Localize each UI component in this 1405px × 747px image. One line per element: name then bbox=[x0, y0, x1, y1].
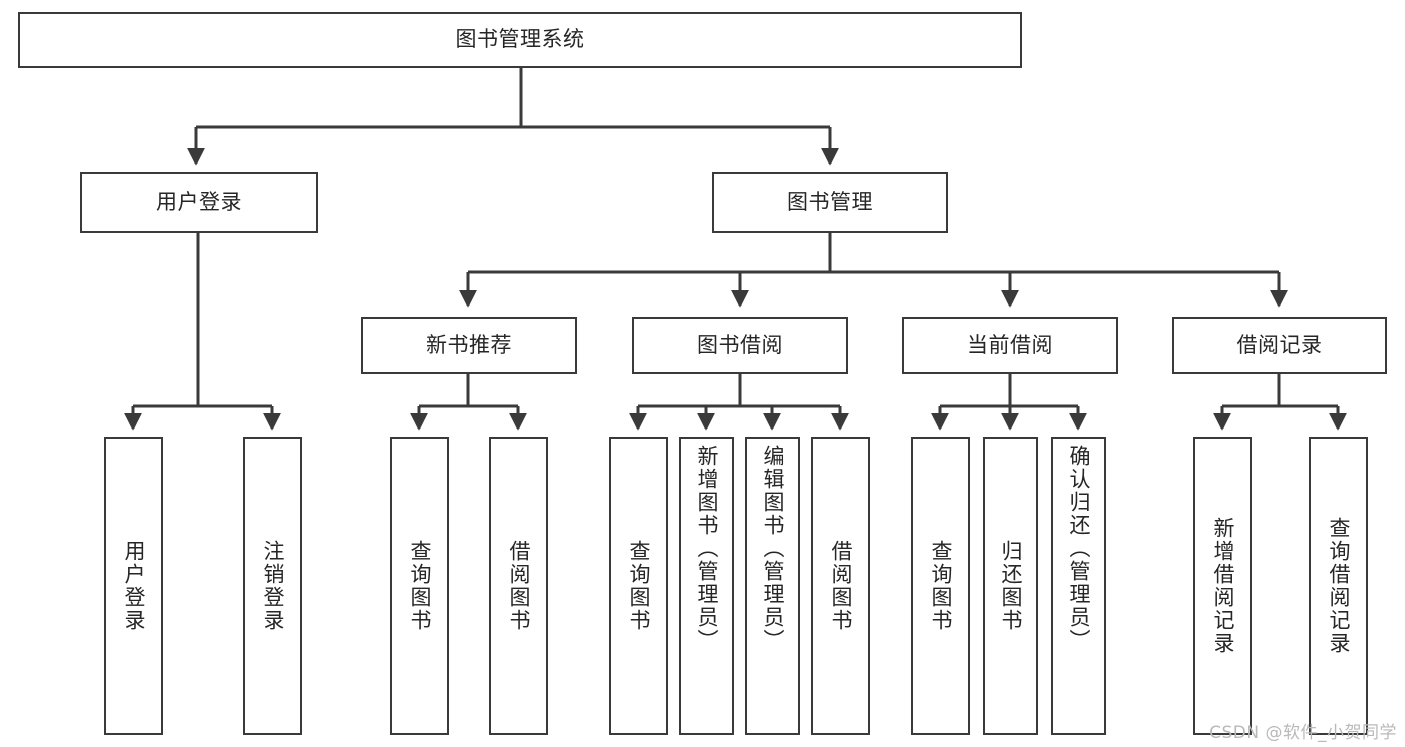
leaf-recommend-query-book-label: 查询图书 bbox=[408, 540, 432, 632]
leaf-borrow-add-book-admin-label: 新增图书（管理员） bbox=[695, 445, 719, 652]
leaf-borrow-borrow-book-label: 借阅图书 bbox=[829, 540, 853, 632]
node-root-label: 图书管理系统 bbox=[455, 27, 585, 52]
node-user-login-label: 用户登录 bbox=[156, 189, 242, 214]
leaf-record-add-record[interactable]: 新增借阅记录 bbox=[1193, 437, 1252, 735]
leaf-recommend-borrow-book[interactable]: 借阅图书 bbox=[489, 437, 548, 735]
node-borrow-record-label: 借阅记录 bbox=[1236, 332, 1323, 357]
leaf-user-login-login-label: 用户登录 bbox=[122, 540, 146, 632]
leaf-user-login-logout[interactable]: 注销登录 bbox=[243, 437, 302, 735]
leaf-recommend-query-book[interactable]: 查询图书 bbox=[390, 437, 449, 735]
leaf-borrow-query-book[interactable]: 查询图书 bbox=[609, 437, 668, 735]
leaf-borrow-edit-book-admin[interactable]: 编辑图书（管理员） bbox=[745, 437, 800, 735]
leaf-current-return-book-label: 归还图书 bbox=[999, 540, 1023, 632]
leaf-record-query-record-label: 查询借阅记录 bbox=[1327, 517, 1351, 655]
leaf-current-confirm-return-admin[interactable]: 确认归还（管理员） bbox=[1051, 437, 1106, 735]
node-user-login[interactable]: 用户登录 bbox=[80, 172, 318, 233]
node-book-borrow[interactable]: 图书借阅 bbox=[632, 317, 848, 374]
leaf-borrow-query-book-label: 查询图书 bbox=[627, 540, 651, 632]
leaf-current-return-book[interactable]: 归还图书 bbox=[983, 437, 1038, 735]
leaf-current-query-book[interactable]: 查询图书 bbox=[911, 437, 970, 735]
node-current-borrow-label: 当前借阅 bbox=[967, 332, 1053, 357]
leaf-current-confirm-return-admin-label: 确认归还（管理员） bbox=[1067, 445, 1091, 652]
node-current-borrow[interactable]: 当前借阅 bbox=[902, 317, 1118, 374]
node-new-book-recommend[interactable]: 新书推荐 bbox=[361, 317, 577, 374]
leaf-user-login-logout-label: 注销登录 bbox=[261, 540, 285, 632]
leaf-recommend-borrow-book-label: 借阅图书 bbox=[507, 540, 531, 632]
leaf-borrow-edit-book-admin-label: 编辑图书（管理员） bbox=[761, 445, 785, 652]
leaf-borrow-add-book-admin[interactable]: 新增图书（管理员） bbox=[679, 437, 734, 735]
node-book-management[interactable]: 图书管理 bbox=[712, 172, 948, 233]
leaf-current-query-book-label: 查询图书 bbox=[929, 540, 953, 632]
leaf-record-add-record-label: 新增借阅记录 bbox=[1211, 517, 1235, 655]
leaf-borrow-borrow-book[interactable]: 借阅图书 bbox=[811, 437, 870, 735]
csdn-watermark: CSDN @软件_小贺同学 bbox=[1209, 723, 1397, 743]
node-borrow-record[interactable]: 借阅记录 bbox=[1172, 317, 1387, 374]
node-new-book-recommend-label: 新书推荐 bbox=[426, 332, 512, 357]
node-book-borrow-label: 图书借阅 bbox=[697, 332, 783, 357]
leaf-record-query-record[interactable]: 查询借阅记录 bbox=[1309, 437, 1368, 735]
node-root[interactable]: 图书管理系统 bbox=[18, 12, 1022, 68]
node-book-management-label: 图书管理 bbox=[787, 189, 873, 214]
leaf-user-login-login[interactable]: 用户登录 bbox=[104, 437, 163, 735]
